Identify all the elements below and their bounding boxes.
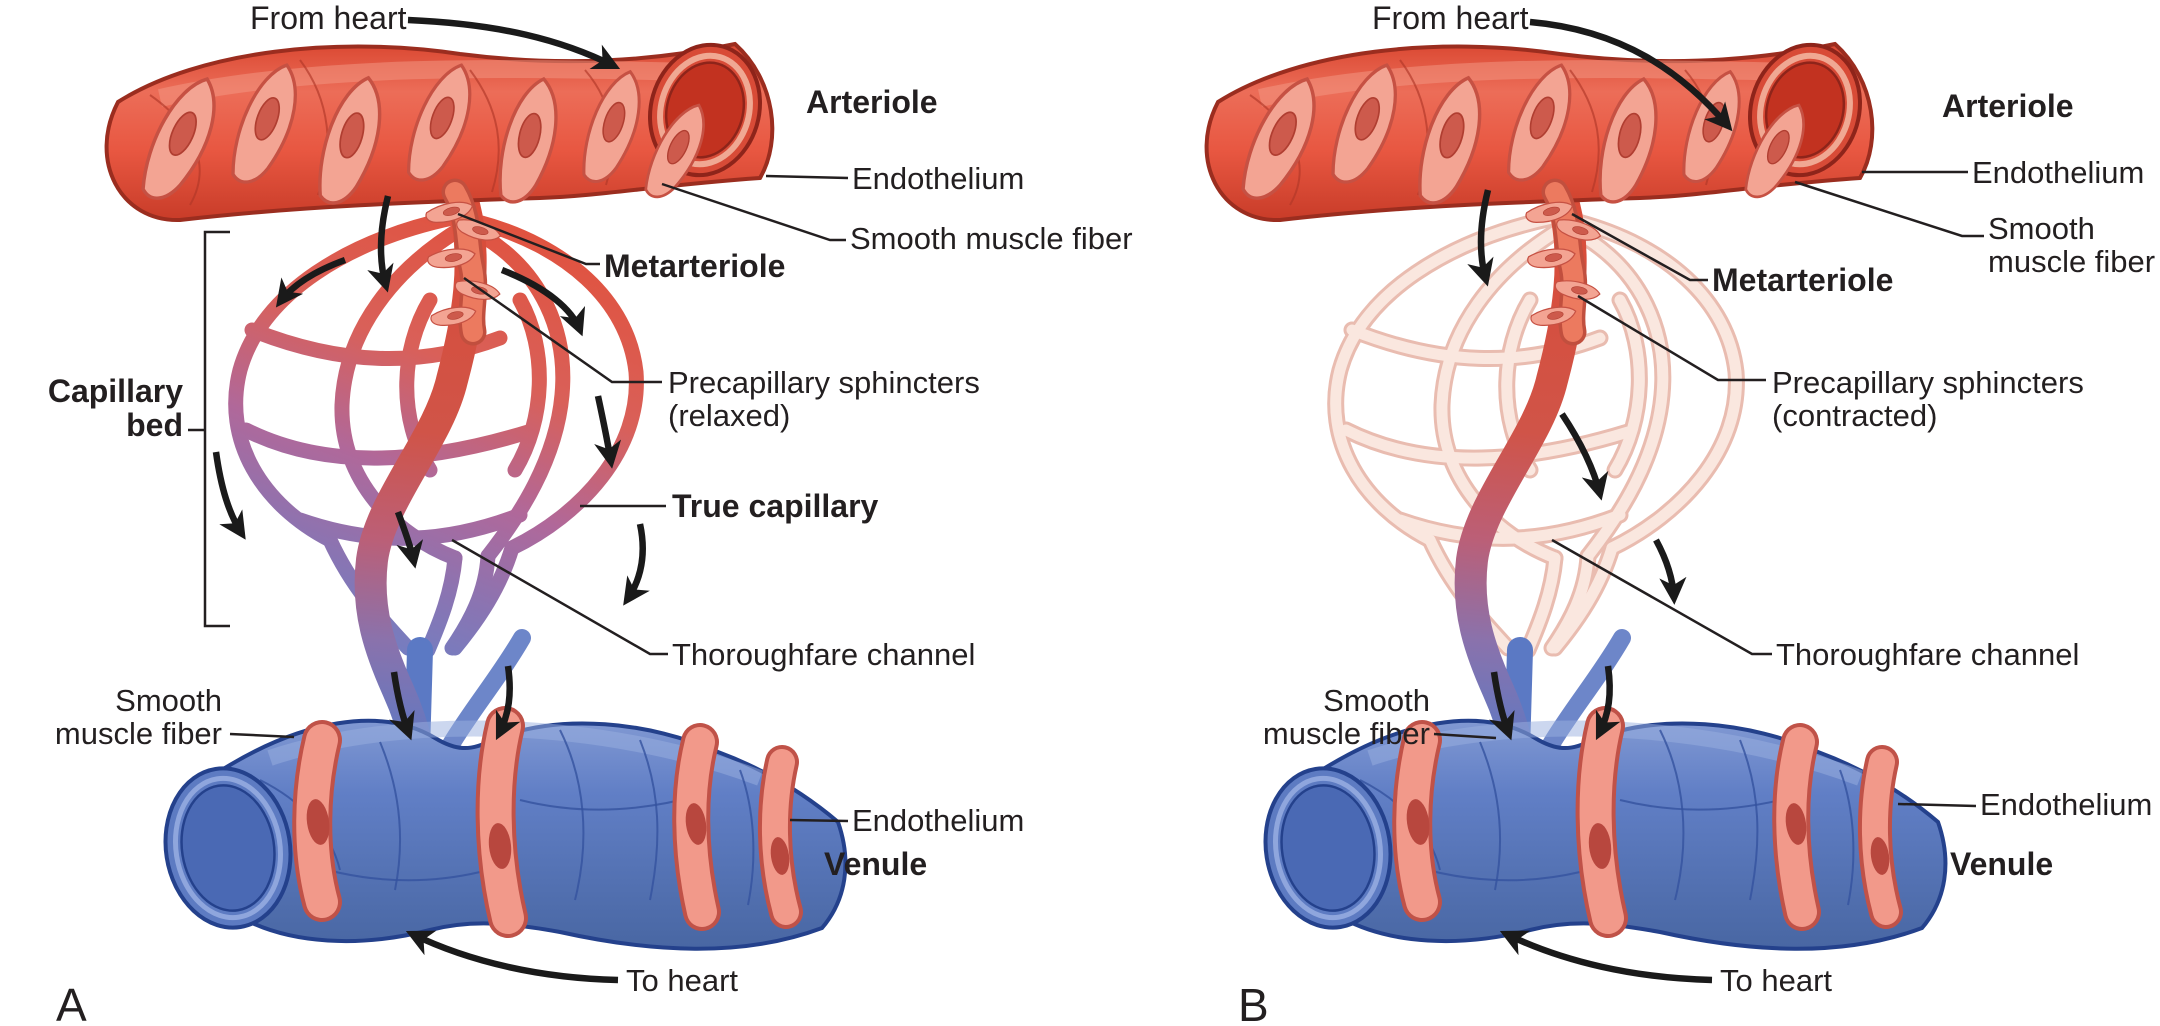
label-endothelium-top-b: Endothelium xyxy=(1972,155,2145,190)
precapillary-b-line1: Precapillary sphincters xyxy=(1772,365,2084,400)
label-thoroughfare-b: Thoroughfare channel xyxy=(1776,637,2080,672)
precapillary-a-line2: (relaxed) xyxy=(668,398,791,433)
label-from-heart-a: From heart xyxy=(250,0,407,36)
label-to-heart-a: To heart xyxy=(626,963,739,998)
label-metarteriole-b: Metarteriole xyxy=(1712,262,1894,298)
label-capillary-bed-a: Capillary bed xyxy=(28,374,183,442)
label-precapillary-b: Precapillary sphincters (contracted) xyxy=(1772,366,2084,432)
smooth-top-b-line2: muscle fiber xyxy=(1988,244,2156,279)
leader-lines-a xyxy=(188,174,849,823)
label-smooth-muscle-top-a: Smooth muscle fiber xyxy=(850,221,1133,256)
label-metarteriole-a: Metarteriole xyxy=(604,248,786,284)
label-from-heart-b: From heart xyxy=(1372,0,1529,36)
label-true-capillary-a: True capillary xyxy=(672,488,879,524)
precapillary-a-line1: Precapillary sphincters xyxy=(668,365,980,400)
smooth-left-b-line2: muscle fiber xyxy=(1262,716,1430,751)
panel-letter-b: B xyxy=(1238,979,1269,1026)
capillary-bed-line1: Capillary xyxy=(47,373,183,409)
panel-a-art xyxy=(107,16,849,984)
smooth-left-a-line2: muscle fiber xyxy=(54,716,222,751)
smooth-left-b-line1: Smooth xyxy=(1323,683,1430,718)
panel-letter-a: A xyxy=(56,979,87,1026)
label-arteriole-b: Arteriole xyxy=(1942,88,2074,124)
label-to-heart-b: To heart xyxy=(1720,963,1833,998)
label-venule-a: Venule xyxy=(824,846,928,882)
capillary-bed-line2: bed xyxy=(126,407,183,443)
label-endothelium-bottom-b: Endothelium xyxy=(1980,787,2153,822)
precapillary-b-line2: (contracted) xyxy=(1772,398,1938,433)
label-venule-b: Venule xyxy=(1950,846,2054,882)
label-arteriole-a: Arteriole xyxy=(806,84,938,120)
label-smooth-muscle-left-a: Smooth muscle fiber xyxy=(38,684,222,750)
label-endothelium-bottom-a: Endothelium xyxy=(852,803,1025,838)
smooth-top-b-line1: Smooth xyxy=(1988,211,2095,246)
flow-arrows-b xyxy=(1467,18,1733,984)
label-thoroughfare-a: Thoroughfare channel xyxy=(672,637,976,672)
leader-lines-b xyxy=(1433,170,1984,808)
panel-b-art xyxy=(1207,18,1984,984)
flow-arrows-a xyxy=(212,16,650,984)
label-smooth-muscle-top-b: Smooth muscle fiber xyxy=(1988,212,2155,278)
smooth-left-a-line1: Smooth xyxy=(115,683,222,718)
label-endothelium-top-a: Endothelium xyxy=(852,161,1025,196)
label-precapillary-a: Precapillary sphincters (relaxed) xyxy=(668,366,980,432)
label-smooth-muscle-left-b: Smooth muscle fiber xyxy=(1246,684,1430,750)
